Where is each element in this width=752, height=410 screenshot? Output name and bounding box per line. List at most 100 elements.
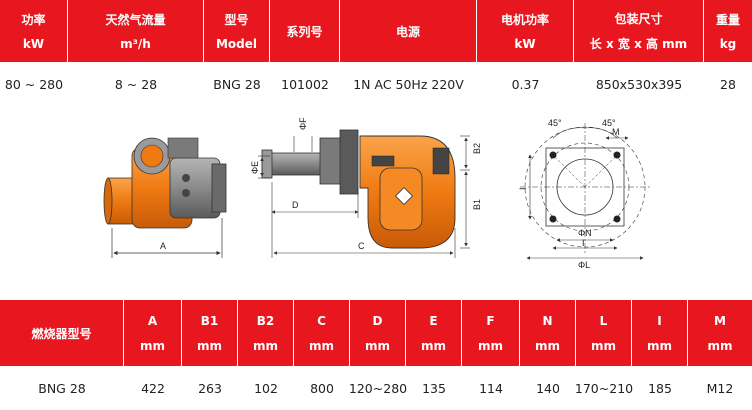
header-unit: Model	[215, 37, 258, 52]
header-power: 功率 kW	[0, 0, 68, 62]
cell-dim-a: 422	[141, 380, 165, 396]
header-unit: kW	[22, 37, 45, 52]
header-package-size: 包装尺寸 长 x 宽 x 高 mm	[574, 0, 704, 62]
spec-table-row: 80 ~ 280 8 ~ 28 BNG 28 101002 1N AC 50Hz…	[0, 62, 752, 106]
cell-power-supply: 1N AC 50Hz 220V	[353, 76, 464, 92]
cell-package-size: 850x530x395	[595, 76, 683, 92]
header-label: F	[486, 313, 495, 328]
bolt-hole	[613, 215, 621, 223]
header-label: 系列号	[286, 24, 323, 39]
dim-f-label: ΦF	[298, 117, 308, 130]
cell-dim-i: 185	[648, 380, 672, 396]
technical-drawings: A ΦE ΦF D C B2 B1	[0, 108, 752, 298]
dims-table-header: 燃烧器型号 A mm B1 mm B2 mm C mm D mm E mm F …	[0, 300, 752, 366]
cell-dim-l: 170~210	[574, 380, 634, 396]
dim-i-bottom-label: I	[582, 238, 585, 248]
dim-c-label: C	[358, 241, 365, 251]
angle-left-label: 45°	[548, 118, 562, 128]
header-label: C	[317, 313, 326, 328]
drawings-svg: A ΦE ΦF D C B2 B1	[103, 117, 650, 270]
header-dim-f: F mm	[462, 300, 520, 366]
header-unit: mm	[590, 338, 616, 353]
header-dim-d: D mm	[350, 300, 406, 366]
header-label: M	[714, 313, 726, 328]
bolt-hole	[613, 151, 621, 159]
dim-n-label: ΦN	[578, 228, 592, 238]
header-unit: mm	[139, 338, 165, 353]
header-label: D	[372, 313, 383, 328]
cell-dim-b1: 263	[198, 380, 222, 396]
header-unit: mm	[308, 338, 334, 353]
spec-table-header: 功率 kW 天然气流量 m³/h 型号 Model 系列号 电源 电机功率 kW…	[0, 0, 752, 62]
dim-i-side-label: I	[518, 187, 528, 190]
bolt-hole	[549, 215, 557, 223]
header-dim-b1: B1 mm	[182, 300, 238, 366]
header-label: 包装尺寸	[614, 12, 663, 26]
cell-gas-flow: 8 ~ 28	[114, 76, 158, 92]
header-label: B1	[200, 313, 219, 328]
dim-d-label: D	[292, 200, 299, 210]
header-unit: kg	[719, 37, 737, 52]
cell-series: 101002	[281, 76, 329, 92]
cell-dim-m: M12	[706, 380, 734, 396]
cell-dim-f: 114	[479, 380, 503, 396]
header-label: 重量	[715, 12, 740, 27]
header-label: 型号	[224, 12, 249, 27]
header-unit: mm	[252, 338, 278, 353]
header-series: 系列号	[270, 0, 340, 62]
header-label: N	[542, 313, 553, 328]
header-label: A	[147, 313, 158, 328]
header-unit: mm	[534, 338, 560, 353]
header-power-supply: 电源	[340, 0, 477, 62]
header-weight: 重量 kg	[704, 0, 752, 62]
header-dim-e: E mm	[406, 300, 462, 366]
burner-photo	[103, 137, 227, 229]
cell-weight: 28	[720, 76, 736, 92]
burner-side-drawing	[261, 129, 456, 249]
cell-dim-n: 140	[536, 380, 560, 396]
header-dim-m: M mm	[688, 300, 752, 366]
header-label: I	[657, 313, 662, 328]
bolt-hole	[549, 151, 557, 159]
dim-a-label: A	[160, 241, 166, 251]
cell-dim-d: 120~280	[348, 380, 408, 396]
header-gas-flow: 天然气流量 m³/h	[68, 0, 204, 62]
header-dim-i: I mm	[632, 300, 688, 366]
cell-dim-b2: 102	[254, 380, 278, 396]
cell-power: 80 ~ 280	[4, 76, 64, 92]
header-unit: 长 x 宽 x 高 mm	[589, 37, 688, 51]
header-dim-b2: B2 mm	[238, 300, 294, 366]
header-label: 电机功率	[500, 12, 549, 27]
dims-table-row: BNG 28 422 263 102 800 120~280 135 114 1…	[0, 366, 752, 410]
dim-l-label: ΦL	[578, 260, 590, 270]
dim-m-label: M	[612, 127, 620, 137]
header-motor-power: 电机功率 kW	[477, 0, 574, 62]
header-label: L	[599, 313, 608, 328]
header-unit: kW	[514, 37, 536, 52]
header-unit: m³/h	[120, 37, 151, 52]
header-dim-a: A mm	[124, 300, 182, 366]
header-label: 天然气流量	[105, 12, 166, 27]
cell-model: BNG 28	[213, 76, 261, 92]
cell-dim-c: 800	[310, 380, 334, 396]
header-unit: mm	[707, 338, 733, 353]
header-label: 功率	[21, 12, 46, 27]
header-unit: mm	[477, 338, 503, 353]
dim-e-label: ΦE	[250, 161, 260, 174]
header-dim-n: N mm	[520, 300, 576, 366]
header-dim-c: C mm	[294, 300, 350, 366]
dim-b1-label: B1	[472, 199, 482, 210]
header-burner-model: 燃烧器型号	[0, 300, 124, 366]
header-unit: mm	[196, 338, 222, 353]
cell-burner-model: BNG 28	[38, 380, 86, 396]
cell-dim-e: 135	[422, 380, 446, 396]
header-label: B2	[256, 313, 275, 328]
flange-drawing	[520, 123, 650, 253]
header-unit: mm	[646, 338, 672, 353]
header-unit: mm	[420, 338, 446, 353]
header-label: 电源	[395, 24, 420, 39]
header-dim-l: L mm	[576, 300, 632, 366]
header-unit: mm	[364, 338, 390, 353]
dim-b2-label: B2	[472, 143, 482, 154]
cell-motor-power: 0.37	[511, 76, 540, 92]
